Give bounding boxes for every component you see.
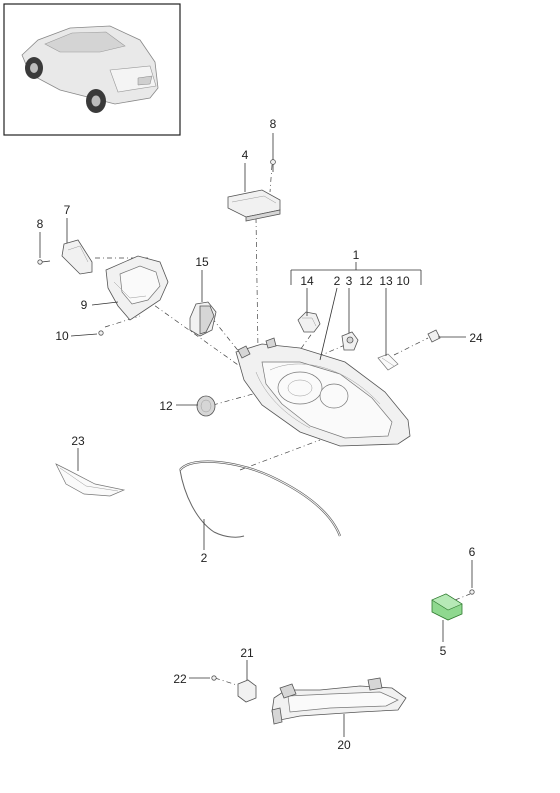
callout-8-left: 8	[37, 217, 44, 231]
callout-6: 6	[469, 545, 476, 559]
callout-4: 4	[242, 148, 249, 162]
screw-part-8-top[interactable]	[270, 159, 276, 172]
callout-15: 15	[195, 255, 209, 269]
control-unit-part-4[interactable]	[227, 189, 281, 222]
assembly-lines	[95, 164, 471, 687]
socket-part-21[interactable]	[237, 679, 257, 703]
callout-12-left: 12	[159, 399, 173, 413]
callout-2-bottom: 2	[201, 551, 208, 565]
gasket-part-13[interactable]	[377, 353, 399, 371]
bulb-part-3[interactable]	[341, 331, 359, 351]
screw-part-22[interactable]	[211, 675, 217, 681]
callout-5: 5	[440, 644, 447, 658]
callout-2-top: 2	[334, 274, 341, 288]
callout-10-group: 10	[396, 274, 410, 288]
side-marker-part-20[interactable]	[271, 677, 407, 725]
bulb-holder-part-14[interactable]	[297, 311, 321, 333]
cap-part-12[interactable]	[196, 395, 216, 417]
seal-strip-part-2[interactable]	[179, 460, 342, 538]
callout-23: 23	[71, 434, 85, 448]
screw-part-8-left[interactable]	[37, 259, 51, 265]
vehicle-thumbnail	[3, 3, 181, 136]
callout-13: 13	[379, 274, 393, 288]
callout-1: 1	[353, 248, 360, 262]
callout-9: 9	[81, 298, 88, 312]
trim-part-23[interactable]	[55, 463, 126, 497]
callout-14: 14	[300, 274, 314, 288]
callout-12-group: 12	[359, 274, 373, 288]
housing-bracket-part-9[interactable]	[105, 255, 169, 321]
callout-8-top: 8	[270, 117, 277, 131]
callout-labels: 8 4 7 8 1 15 14 2 3 12 13 10 9 10 24 12 …	[37, 117, 483, 752]
connector-part-24[interactable]	[427, 329, 441, 343]
bracket-part-7[interactable]	[61, 239, 93, 275]
callout-10-left: 10	[55, 329, 69, 343]
callout-22: 22	[173, 672, 187, 686]
cap-part-15[interactable]	[189, 301, 217, 337]
module-part-5[interactable]	[431, 593, 463, 621]
callout-24: 24	[469, 331, 483, 345]
leader-lines	[39, 133, 473, 737]
callout-3: 3	[346, 274, 353, 288]
callout-7: 7	[64, 203, 71, 217]
headlight-assembly[interactable]	[235, 337, 411, 447]
callout-21: 21	[240, 646, 254, 660]
callout-20: 20	[337, 738, 351, 752]
screw-part-6[interactable]	[469, 589, 475, 595]
car-icon	[21, 25, 159, 113]
group-bracket-part-1	[290, 262, 422, 285]
screw-part-10-left[interactable]	[98, 330, 104, 336]
